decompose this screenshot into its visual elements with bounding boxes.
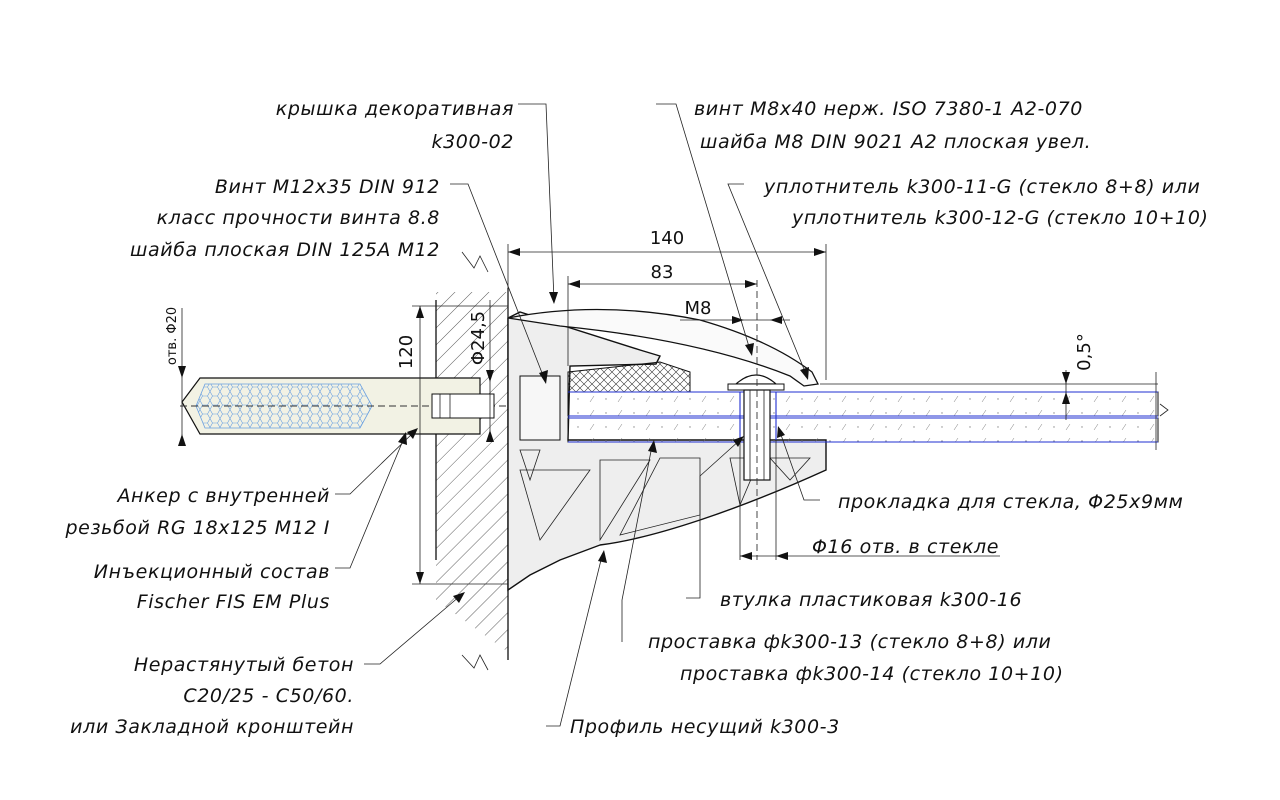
label-concrete-line1: Нерастянутый бетон (134, 654, 354, 676)
support-profile (507, 311, 827, 592)
dim-83: 83 (651, 262, 674, 283)
label-anchor-line2: резьбой RG 18x125 M12 I (65, 517, 330, 539)
label-injection-line1: Инъекционный состав (94, 561, 330, 583)
label-glass-pad: прокладка для стекла, Φ25x9мм (838, 491, 1184, 513)
dim-hole20: отв. Φ20 (165, 307, 180, 365)
label-screw-m8-line1: винт M8x40 нерж. ISO 7380-1 A2-070 (694, 98, 1083, 120)
dimension-values: 140 83 M8 120 Φ24,5 отв. Φ20 0,5° (165, 228, 1095, 371)
leader-lines (335, 103, 820, 727)
label-anchor-line1: Анкер с внутренней (115, 485, 330, 507)
bolt-assembly (727, 280, 785, 560)
dim-m8: M8 (685, 298, 712, 319)
label-screw-m12-line3: шайба плоская DIN 125A M12 (130, 239, 440, 261)
dim-0-5-deg: 0,5° (1074, 333, 1095, 371)
label-concrete-line2: C20/25 - C50/60. (183, 685, 354, 707)
label-gasket-line2: уплотнитель k300-12-G (стекло 10+10) (791, 207, 1209, 229)
dim-24-5: Φ24,5 (468, 311, 489, 365)
glass-panes (567, 372, 1169, 450)
label-sleeve: втулка пластиковая k300-16 (720, 589, 1022, 611)
decorative-cap (507, 308, 819, 387)
label-profile: Профиль несущий k300-3 (570, 716, 840, 738)
label-spacer-line1: проставка фk300-13 (стекло 8+8) или (648, 631, 1052, 653)
dimension-lines (178, 244, 1070, 585)
label-cap-line1: крышка декоративная (276, 98, 514, 120)
label-gasket-line1: уплотнитель k300-11-G (стекло 8+8) или (763, 176, 1200, 198)
label-screw-m8-line2: шайба M8 DIN 9021 A2 плоская увел. (700, 131, 1091, 153)
label-screw-m12-line1: Винт M12x35 DIN 912 (215, 176, 440, 198)
label-glass-hole: Φ16 отв. в стекле (812, 536, 999, 558)
label-spacer-line2: проставка фk300-14 (стекло 10+10) (680, 663, 1064, 685)
label-screw-m12-line2: класс прочности винта 8.8 (157, 207, 440, 229)
label-injection-line2: Fischer FIS EM Plus (137, 591, 330, 613)
anchor-rod (180, 377, 520, 435)
label-cap-line2: k300-02 (431, 131, 514, 153)
label-concrete-line3: или Закладной кронштейн (70, 716, 354, 738)
callout-labels: крышка декоративная k300-02 Винт M12x35 … (65, 98, 1209, 738)
dim-120: 120 (396, 335, 417, 369)
dim-140: 140 (650, 228, 684, 249)
